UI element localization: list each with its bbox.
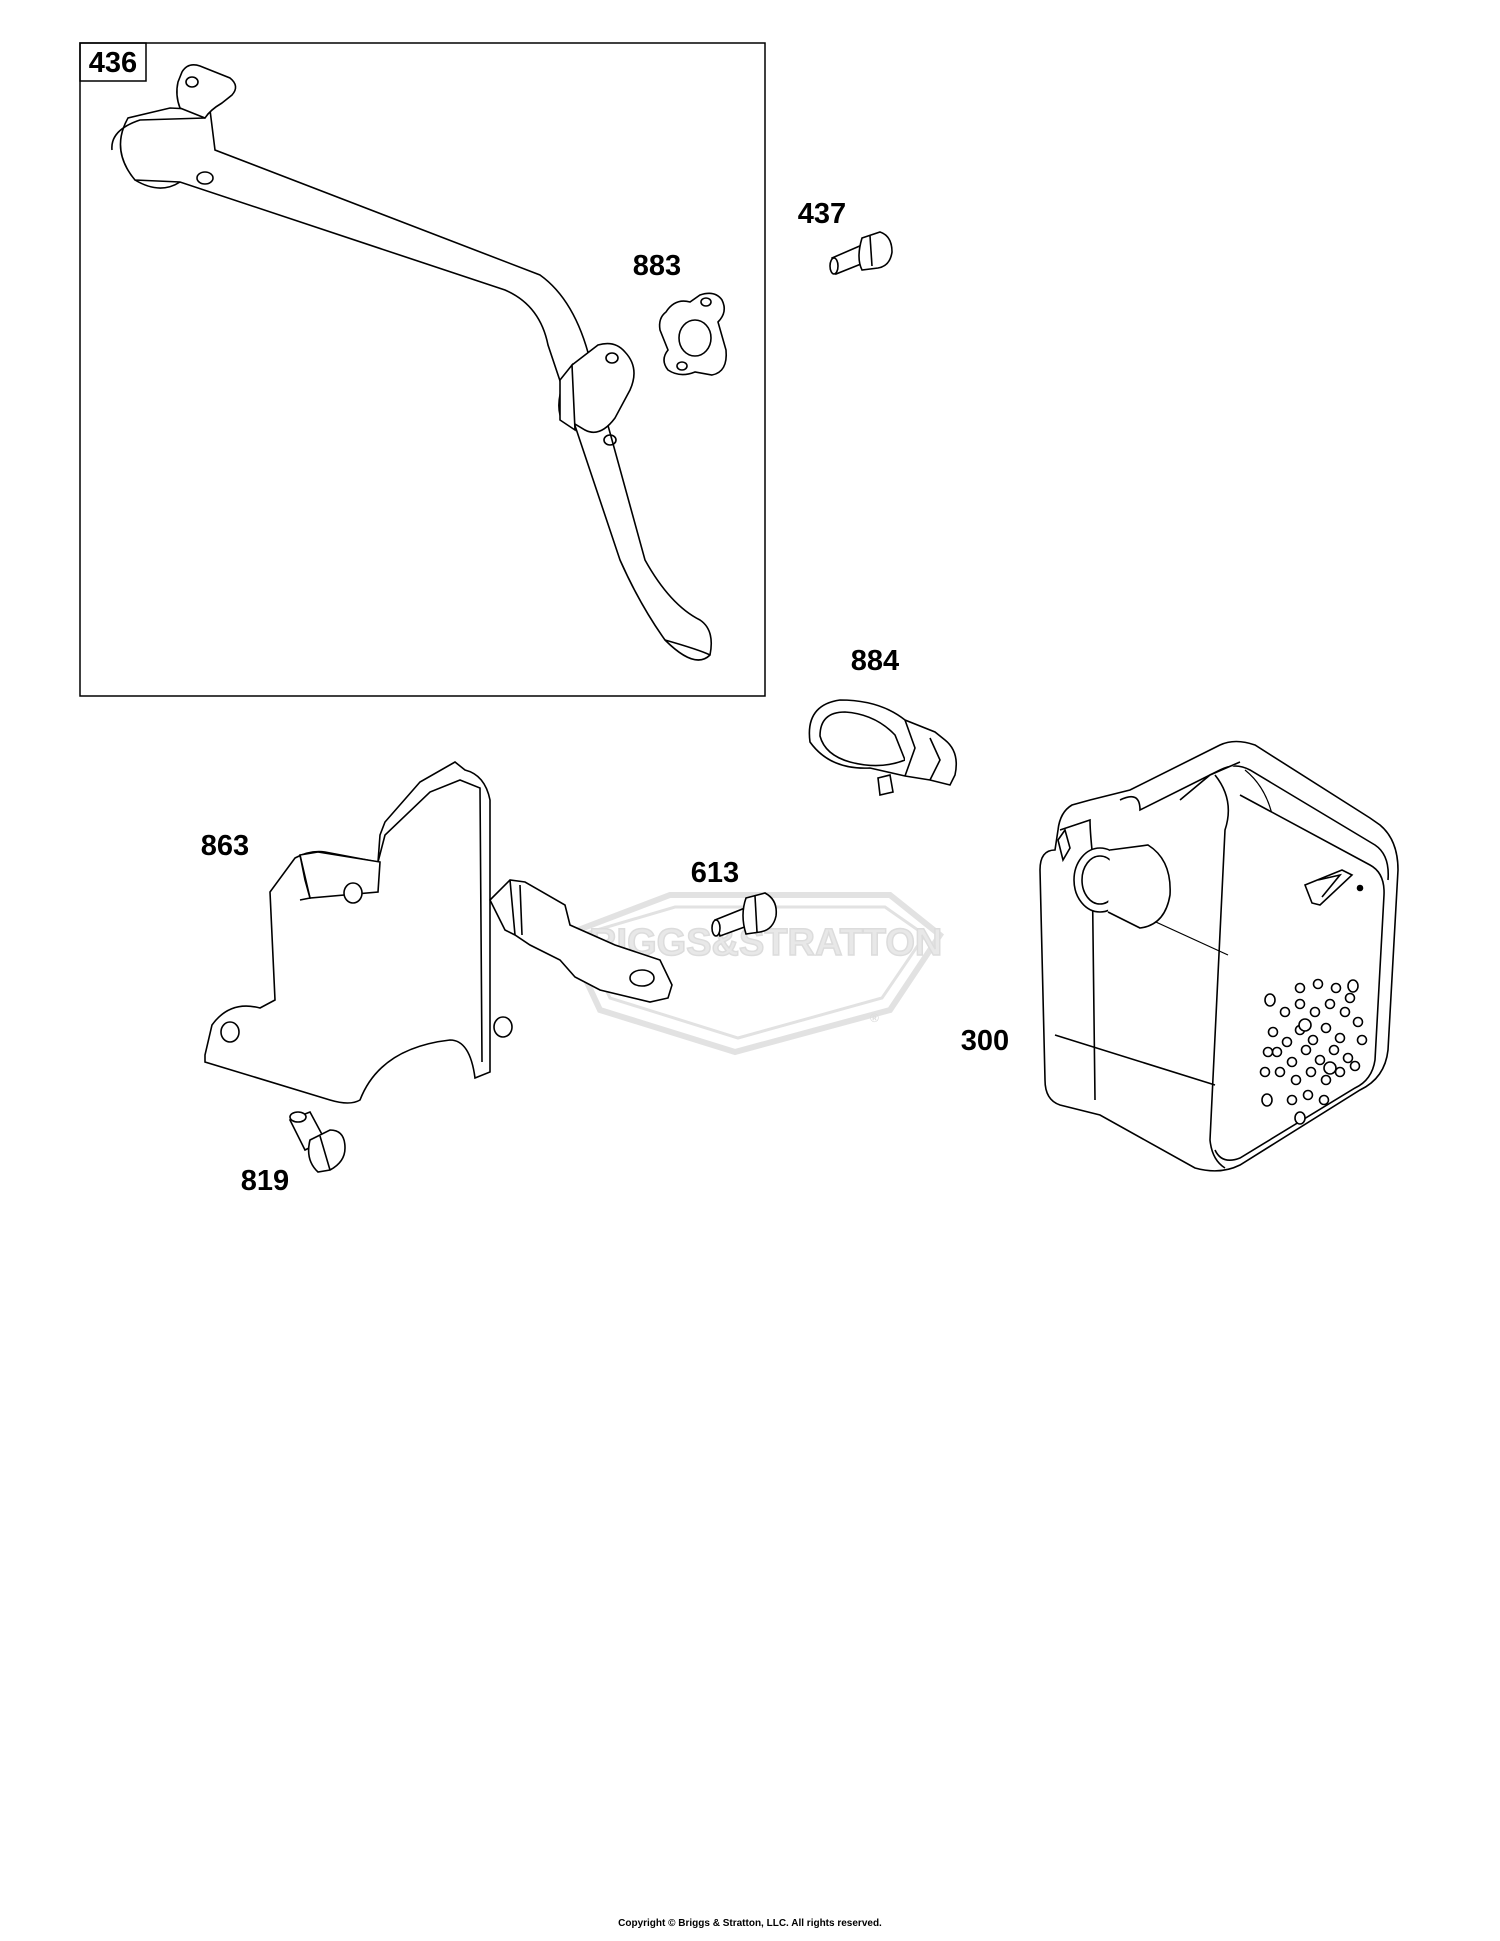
callout-613: 613 [691, 857, 739, 889]
callout-819: 819 [241, 1165, 289, 1197]
watermark-registered-mark: ® [870, 1011, 879, 1025]
part-884-clamp [808, 699, 958, 796]
part-436-box [79, 42, 766, 697]
callout-863: 863 [201, 830, 249, 862]
part-883-gasket [658, 292, 728, 376]
part-613-bolt [711, 892, 778, 938]
callout-300: 300 [961, 1025, 1009, 1057]
part-437-bolt [829, 231, 893, 276]
part-436-label-box [79, 42, 147, 82]
callout-436: 436 [89, 47, 137, 79]
callout-437: 437 [798, 198, 846, 230]
copyright-footer: Copyright © Briggs & Stratton, LLC. All … [618, 1918, 882, 1929]
part-300-muffler [1039, 740, 1399, 1172]
callout-884: 884 [851, 645, 899, 677]
callout-883: 883 [633, 250, 681, 282]
part-863-bracket [204, 761, 673, 1104]
part-436-exhaust-pipe-group [79, 42, 766, 697]
muffler-vent-holes [1259, 978, 1368, 1125]
part-819-bolt [288, 1110, 346, 1173]
